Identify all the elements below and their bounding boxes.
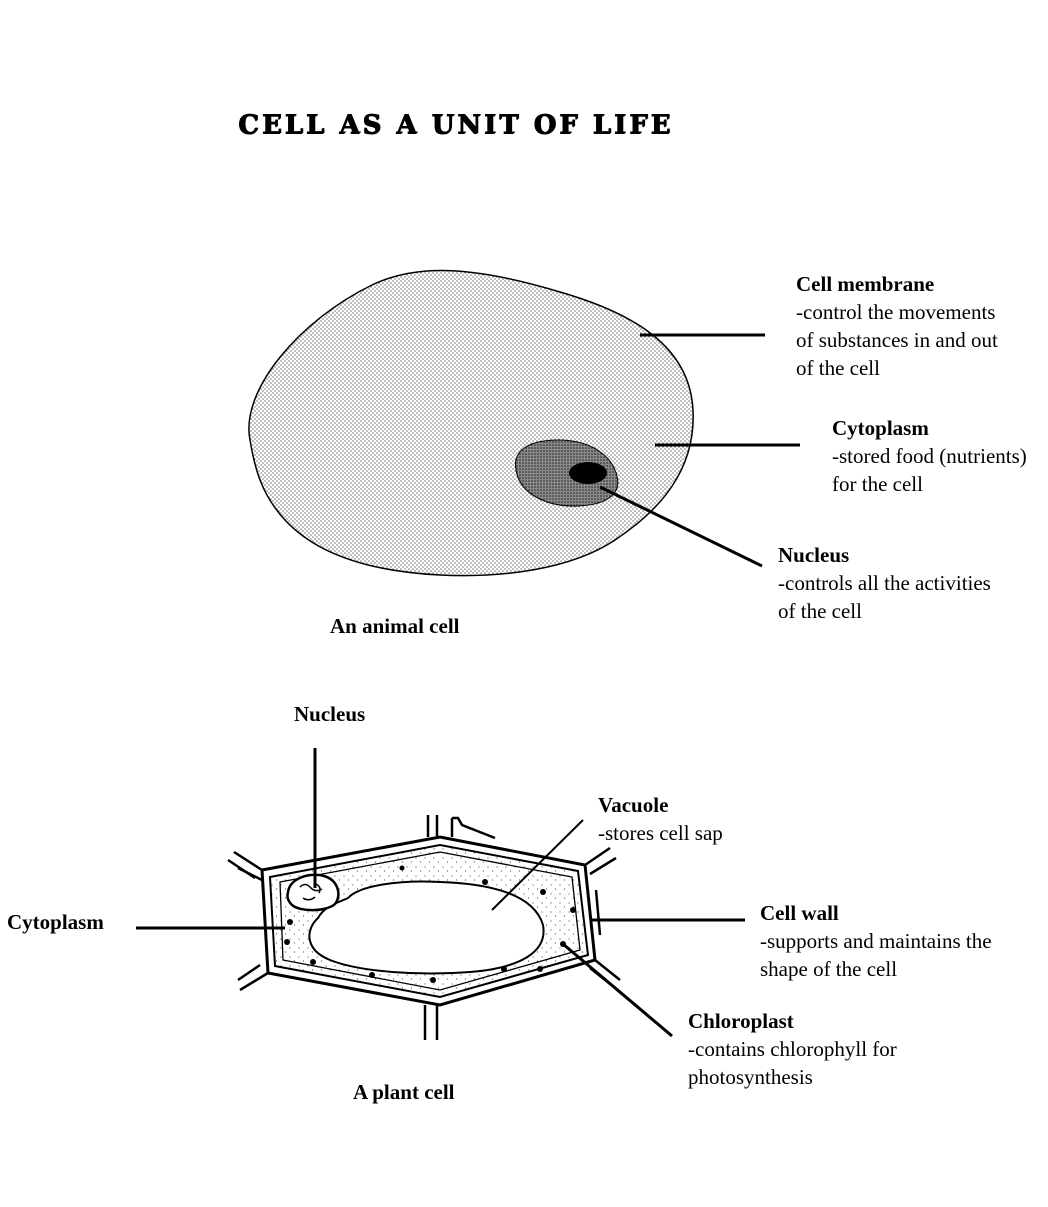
animal-nucleus-desc: -controls all the activities of the cell xyxy=(778,571,991,623)
cell-wall-name: Cell wall xyxy=(760,901,839,925)
cell-wall-desc: -supports and maintains the shape of the… xyxy=(760,929,992,981)
animal-nucleus xyxy=(514,439,619,507)
chloroplast-desc: -contains chlorophyll for photosynthesis xyxy=(688,1037,897,1089)
chloroplast-pointer xyxy=(562,942,673,1038)
animal-cell-membrane xyxy=(248,269,694,577)
animal-cytoplasm-desc: -stored food (nutrients) for the cell xyxy=(832,444,1027,496)
cell-membrane-desc: -control the movements of substances in … xyxy=(796,300,998,380)
chloroplast-name: Chloroplast xyxy=(688,1009,794,1033)
cell-membrane-label: Cell membrane -control the movements of … xyxy=(796,270,998,382)
page-title: CELL AS A UNIT OF LIFE xyxy=(238,110,674,140)
plant-cytoplasm-name: Cytoplasm xyxy=(7,910,104,934)
vacuole-desc: -stores cell sap xyxy=(598,821,723,845)
plant-cytoplasm-label: Cytoplasm xyxy=(7,908,104,936)
plant-nucleus-chromatin xyxy=(299,883,323,901)
plant-nucleus xyxy=(286,873,340,912)
animal-nucleolus xyxy=(569,462,607,484)
plant-cell xyxy=(136,748,745,1040)
plant-nucleus-label: Nucleus xyxy=(294,700,365,728)
vacuole xyxy=(308,880,545,975)
animal-nucleus-label: Nucleus -controls all the activities of … xyxy=(778,541,991,625)
vacuole-name: Vacuole xyxy=(598,793,669,817)
vacuole-pointer xyxy=(491,819,584,911)
chloroplast-label: Chloroplast -contains chlorophyll for ph… xyxy=(688,1007,897,1091)
animal-cytoplasm-name: Cytoplasm xyxy=(832,416,929,440)
animal-cell xyxy=(248,269,800,577)
animal-cytoplasm-label: Cytoplasm -stored food (nutrients) for t… xyxy=(832,414,1027,498)
animal-nucleus-name: Nucleus xyxy=(778,543,850,567)
vacuole-label: Vacuole -stores cell sap xyxy=(598,791,723,847)
nucleus-pointer xyxy=(599,485,763,568)
cell-membrane-name: Cell membrane xyxy=(796,272,935,296)
animal-cell-caption: An animal cell xyxy=(330,614,460,638)
cell-wall-label: Cell wall -supports and maintains the sh… xyxy=(760,899,992,983)
plant-cell-caption: A plant cell xyxy=(353,1080,455,1104)
plant-nucleus-name: Nucleus xyxy=(294,702,366,726)
